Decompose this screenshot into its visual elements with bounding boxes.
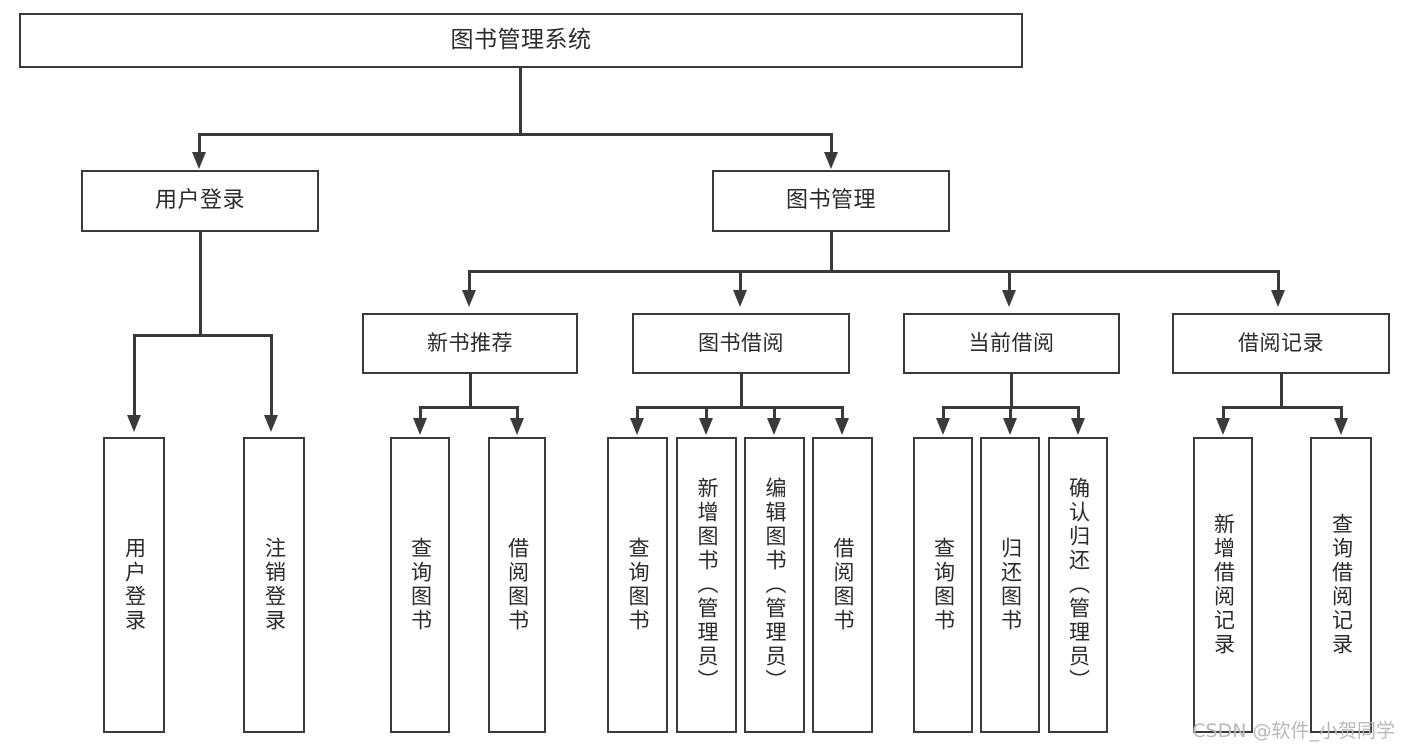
- node-label: 借阅图书: [505, 537, 530, 633]
- edge-nbr-to-leaf-1: [419, 406, 422, 420]
- edge-book-borrow-bus: [636, 406, 843, 409]
- edge-cb-to-leaf-3: [1077, 406, 1080, 420]
- edge-cb-to-leaf-2: [1009, 406, 1012, 420]
- arrow-book-manage-to-l2-2: [733, 290, 747, 307]
- node-leaf-return-book[interactable]: 归还图书: [980, 437, 1040, 733]
- edge-bb-to-leaf-2: [705, 406, 708, 420]
- node-root[interactable]: 图书管理系统: [19, 13, 1023, 68]
- edge-cb-to-leaf-1: [942, 406, 945, 420]
- edge-bb-to-leaf-4: [841, 406, 844, 420]
- arrow-br-to-leaf-1: [1216, 418, 1230, 435]
- arrow-root-to-book-manage: [824, 152, 838, 169]
- node-label: 注销登录: [262, 537, 287, 633]
- node-book-manage[interactable]: 图书管理: [712, 170, 950, 232]
- edge-root-to-book-manage: [830, 133, 833, 155]
- edge-book-borrow-stem: [740, 374, 743, 408]
- edge-user-login-to-leaf-1: [133, 334, 136, 418]
- node-label: 查询借阅记录: [1329, 513, 1354, 657]
- node-label: 当前借阅: [968, 331, 1055, 356]
- node-label: 查询图书: [408, 537, 433, 633]
- arrow-nbr-to-leaf-2: [510, 418, 524, 435]
- edge-user-login-to-leaf-2: [270, 334, 273, 418]
- node-label: 图书借阅: [698, 331, 784, 356]
- node-label: 借阅图书: [831, 537, 855, 633]
- node-borrow-record[interactable]: 借阅记录: [1172, 313, 1390, 374]
- node-user-login[interactable]: 用户登录: [81, 170, 319, 232]
- node-leaf-logout[interactable]: 注销登录: [243, 437, 305, 733]
- node-leaf-query-record[interactable]: 查询借阅记录: [1310, 437, 1372, 733]
- node-current-borrow[interactable]: 当前借阅: [903, 313, 1120, 374]
- node-new-book-recommend[interactable]: 新书推荐: [362, 313, 578, 374]
- edge-new-book-recommend-bus: [419, 406, 519, 409]
- edge-book-manage-to-l2-2: [739, 270, 742, 292]
- edge-root-bus: [198, 133, 832, 136]
- arrow-bb-to-leaf-1: [630, 418, 644, 435]
- edge-root-stem: [519, 68, 522, 134]
- arrow-nbr-to-leaf-1: [413, 418, 427, 435]
- node-label: 查询图书: [931, 537, 956, 633]
- edge-book-manage-stem: [830, 232, 833, 272]
- node-label: 图书管理: [785, 188, 876, 214]
- edge-book-manage-to-l2-1: [468, 270, 471, 292]
- edge-book-manage-to-l2-3: [1008, 270, 1011, 292]
- arrow-bb-to-leaf-3: [767, 418, 781, 435]
- arrow-book-manage-to-l2-1: [462, 290, 476, 307]
- node-label: 归还图书: [998, 537, 1023, 633]
- node-leaf-query-book-borrow[interactable]: 查询图书: [607, 437, 668, 733]
- arrow-user-login-to-leaf-1: [127, 415, 141, 432]
- node-leaf-borrow-book[interactable]: 借阅图书: [812, 437, 873, 733]
- arrow-user-login-to-leaf-2: [264, 415, 278, 432]
- node-book-borrow[interactable]: 图书借阅: [632, 313, 850, 374]
- node-leaf-borrow-book-rec[interactable]: 借阅图书: [488, 437, 546, 733]
- node-label: 借阅记录: [1238, 331, 1324, 356]
- edge-nbr-to-leaf-2: [516, 406, 519, 420]
- node-leaf-edit-book[interactable]: 编辑图书（管理员）: [744, 437, 805, 733]
- node-label: 确认归还（管理员）: [1066, 477, 1091, 693]
- arrow-cb-to-leaf-1: [936, 418, 950, 435]
- node-leaf-add-record[interactable]: 新增借阅记录: [1193, 437, 1253, 733]
- edge-br-to-leaf-1: [1222, 406, 1225, 420]
- node-label: 用户登录: [154, 188, 245, 214]
- edge-root-to-user-login: [198, 133, 201, 155]
- node-leaf-user-login[interactable]: 用户登录: [103, 437, 165, 733]
- arrow-cb-to-leaf-2: [1003, 418, 1017, 435]
- node-label: 图书管理系统: [450, 26, 592, 53]
- arrow-bb-to-leaf-4: [835, 418, 849, 435]
- arrow-root-to-user-login: [192, 152, 206, 169]
- edge-bb-to-leaf-3: [773, 406, 776, 420]
- node-label: 查询图书: [626, 537, 650, 633]
- edge-book-manage-bus: [468, 270, 1277, 273]
- arrow-br-to-leaf-2: [1334, 418, 1348, 435]
- edge-user-login-bus: [133, 334, 272, 337]
- node-leaf-confirm-return[interactable]: 确认归还（管理员）: [1048, 437, 1108, 733]
- arrow-book-manage-to-l2-4: [1271, 290, 1285, 307]
- node-leaf-add-book[interactable]: 新增图书（管理员）: [676, 437, 737, 733]
- node-leaf-query-book-rec[interactable]: 查询图书: [390, 437, 450, 733]
- arrow-cb-to-leaf-3: [1071, 418, 1085, 435]
- edge-book-manage-to-l2-4: [1277, 270, 1280, 292]
- node-label: 新增借阅记录: [1211, 513, 1236, 657]
- edge-borrow-record-bus: [1222, 406, 1342, 409]
- node-label: 新书推荐: [427, 331, 513, 356]
- arrow-bb-to-leaf-2: [699, 418, 713, 435]
- edge-new-book-recommend-stem: [469, 374, 472, 408]
- edge-current-borrow-stem: [1010, 374, 1013, 408]
- edge-br-to-leaf-2: [1340, 406, 1343, 420]
- node-leaf-query-book-cur[interactable]: 查询图书: [913, 437, 973, 733]
- edge-borrow-record-stem: [1280, 374, 1283, 408]
- arrow-book-manage-to-l2-3: [1002, 290, 1016, 307]
- edge-bb-to-leaf-1: [636, 406, 639, 420]
- edge-user-login-stem: [199, 232, 202, 336]
- node-label: 编辑图书（管理员）: [763, 477, 787, 693]
- node-label: 用户登录: [122, 537, 147, 633]
- node-label: 新增图书（管理员）: [695, 477, 719, 693]
